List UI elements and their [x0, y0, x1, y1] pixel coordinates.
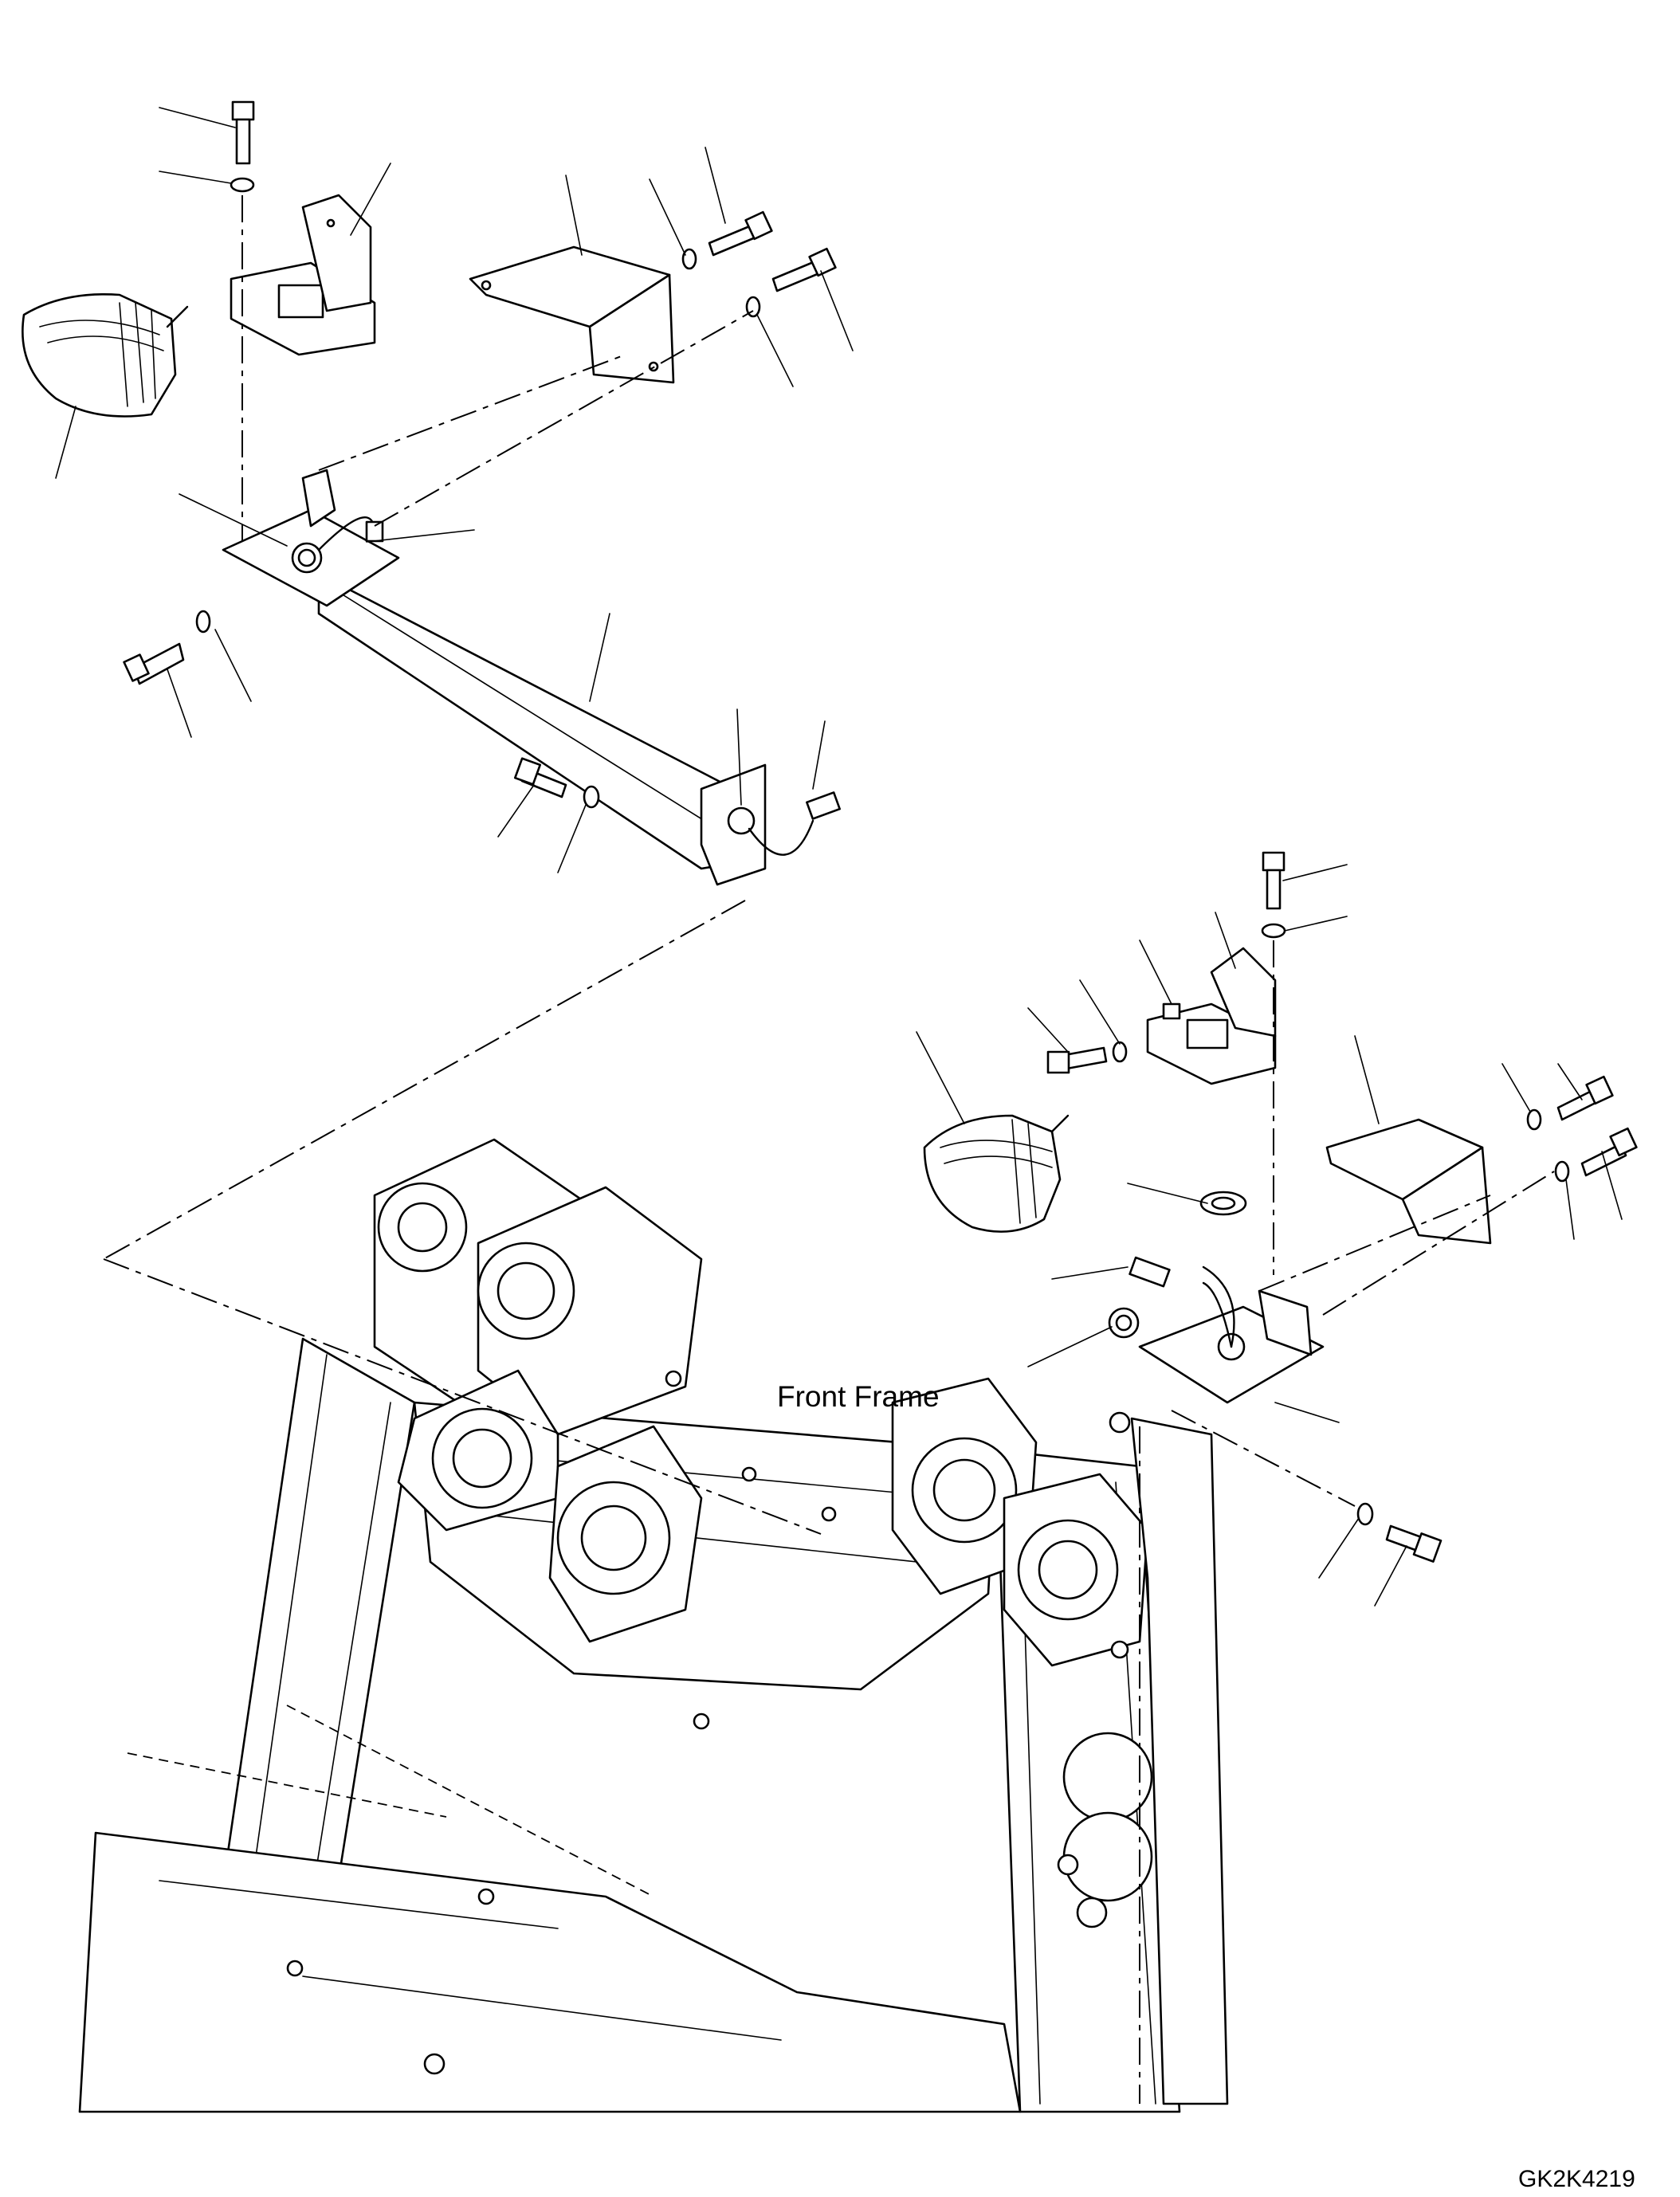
front-frame: [78, 900, 1229, 2113]
left-lamp-assembly: [22, 100, 854, 886]
right-lamp-assembly: [916, 851, 1638, 2104]
drawing-code: GK2K4219: [1518, 2166, 1635, 2192]
front-frame-label: Front Frame: [777, 1380, 940, 1413]
